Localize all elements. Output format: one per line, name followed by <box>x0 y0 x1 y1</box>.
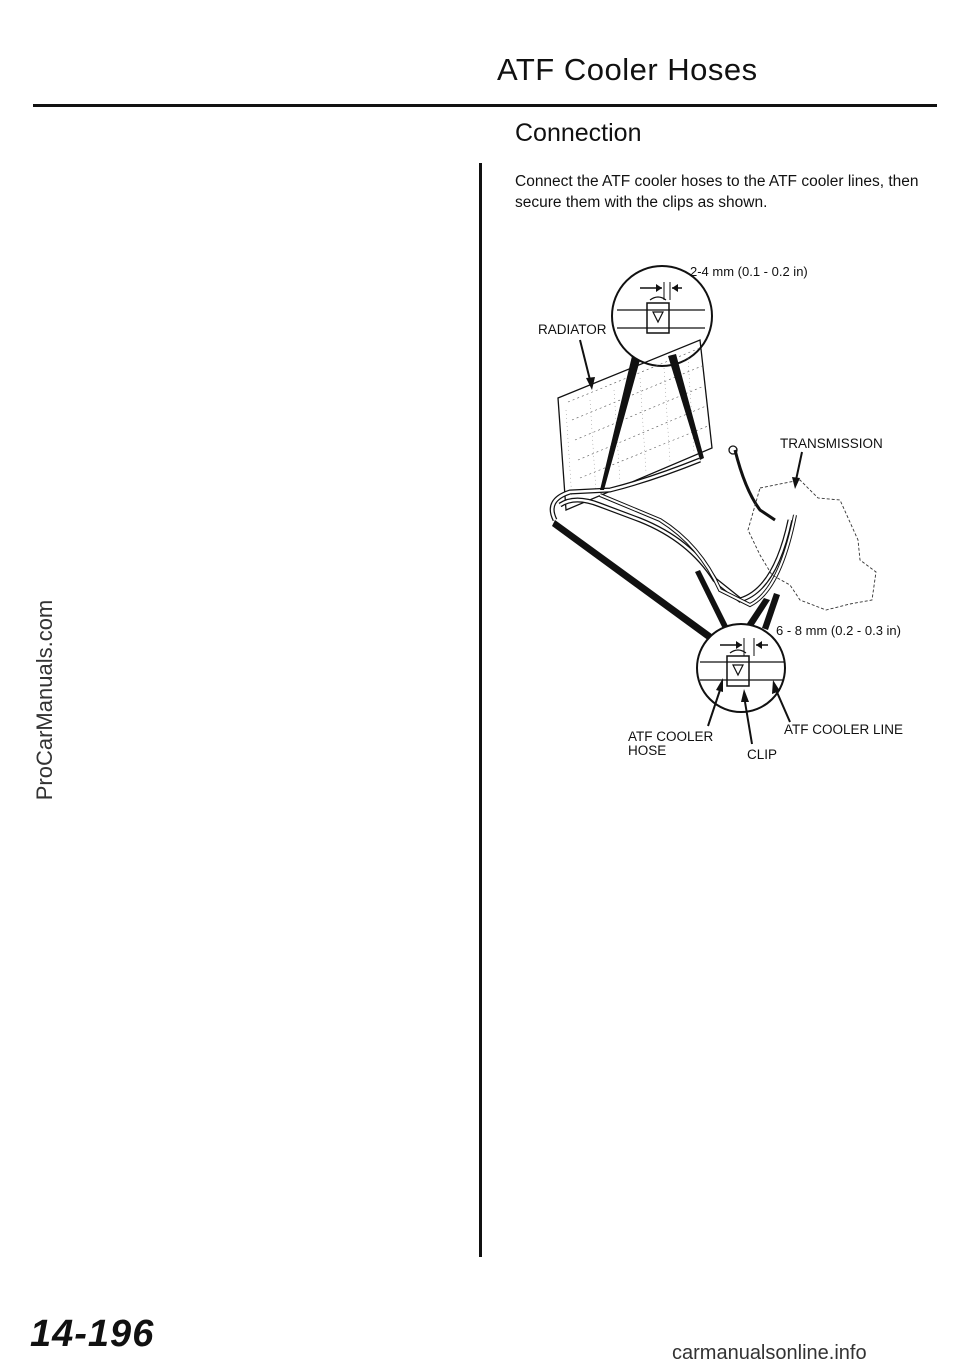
bottom-detail-view <box>696 623 786 713</box>
transmission-illustration <box>747 479 877 611</box>
cooler-hoses <box>549 445 797 608</box>
radiator-label: RADIATOR <box>538 322 607 337</box>
atf-cooler-line-label: ATF COOLER LINE <box>784 722 903 737</box>
side-watermark: ProCarManuals.com <box>32 599 57 801</box>
atf-cooler-hose-diagram: 2-4 mm (0.1 - 0.2 in) RADIATOR TRANSMISS… <box>538 264 903 762</box>
page-number: 14-196 <box>30 1313 155 1355</box>
top-gap-label: 2-4 mm (0.1 - 0.2 in) <box>690 264 808 279</box>
transmission-label: TRANSMISSION <box>780 436 883 451</box>
top-detail-view <box>611 265 713 367</box>
column-divider <box>479 163 482 1257</box>
label-arrows <box>579 339 803 745</box>
header-divider <box>33 104 937 107</box>
instructions-text: Connect the ATF cooler hoses to the ATF … <box>515 173 919 211</box>
atf-cooler-hose-label-line2: HOSE <box>628 743 666 758</box>
footer-watermark: carmanualsonline.info <box>672 1342 867 1364</box>
bottom-gap-label: 6 - 8 mm (0.2 - 0.3 in) <box>776 623 901 638</box>
atf-cooler-hose-label-line1: ATF COOLER <box>628 729 714 744</box>
page-title: ATF Cooler Hoses <box>497 52 758 87</box>
clip-label: CLIP <box>747 747 777 762</box>
section-title: Connection <box>515 119 642 147</box>
